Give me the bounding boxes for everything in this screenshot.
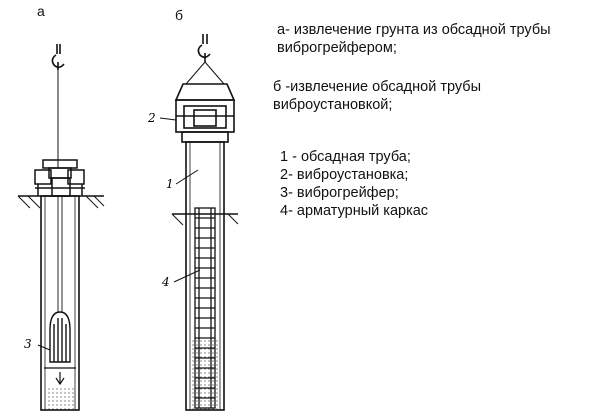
leader-line-1: [175, 169, 199, 185]
vibro-grab-a: [44, 311, 76, 386]
leader-line-4: [173, 269, 201, 283]
legend-item-vibro-grab: 3- виброгрейфер;: [280, 185, 399, 201]
callout-3: 3: [24, 337, 32, 351]
panel-label-a: а: [37, 3, 45, 19]
caption-a-line2: виброгрейфером;: [277, 40, 397, 56]
ground-a: [17, 195, 105, 209]
caption-b-line1: б -извлечение обсадной трубы: [273, 79, 482, 95]
legend-item-casing: 1 - обсадная труба;: [280, 149, 411, 165]
soil-plug-a: [45, 388, 75, 410]
callout-2: 2: [147, 111, 156, 125]
caption-a-line1: а- извлечение грунта из обсадной трубы: [277, 22, 551, 38]
legend-item-rebar-cage: 4- арматурный каркас: [280, 203, 429, 219]
callout-1: 1: [166, 177, 174, 191]
vibro-unit-b: [174, 83, 236, 143]
panel-a-drawing: 3: [17, 44, 105, 411]
legend-item-vibro-unit: 2- виброустановка;: [280, 167, 409, 183]
panel-b-drawing: 2 1 4: [147, 34, 239, 411]
grab-head-a: [34, 159, 85, 197]
panel-label-b: б: [175, 7, 184, 23]
leader-line-2: [159, 117, 177, 121]
crane-hook-b: [185, 34, 225, 85]
leader-line-3: [37, 344, 51, 351]
caption-b-line2: виброустановкой;: [273, 97, 393, 113]
crane-hook-a: [51, 44, 65, 168]
concrete-fill-b: [190, 340, 220, 410]
callout-4: 4: [161, 275, 170, 289]
ground-b: [171, 213, 239, 226]
